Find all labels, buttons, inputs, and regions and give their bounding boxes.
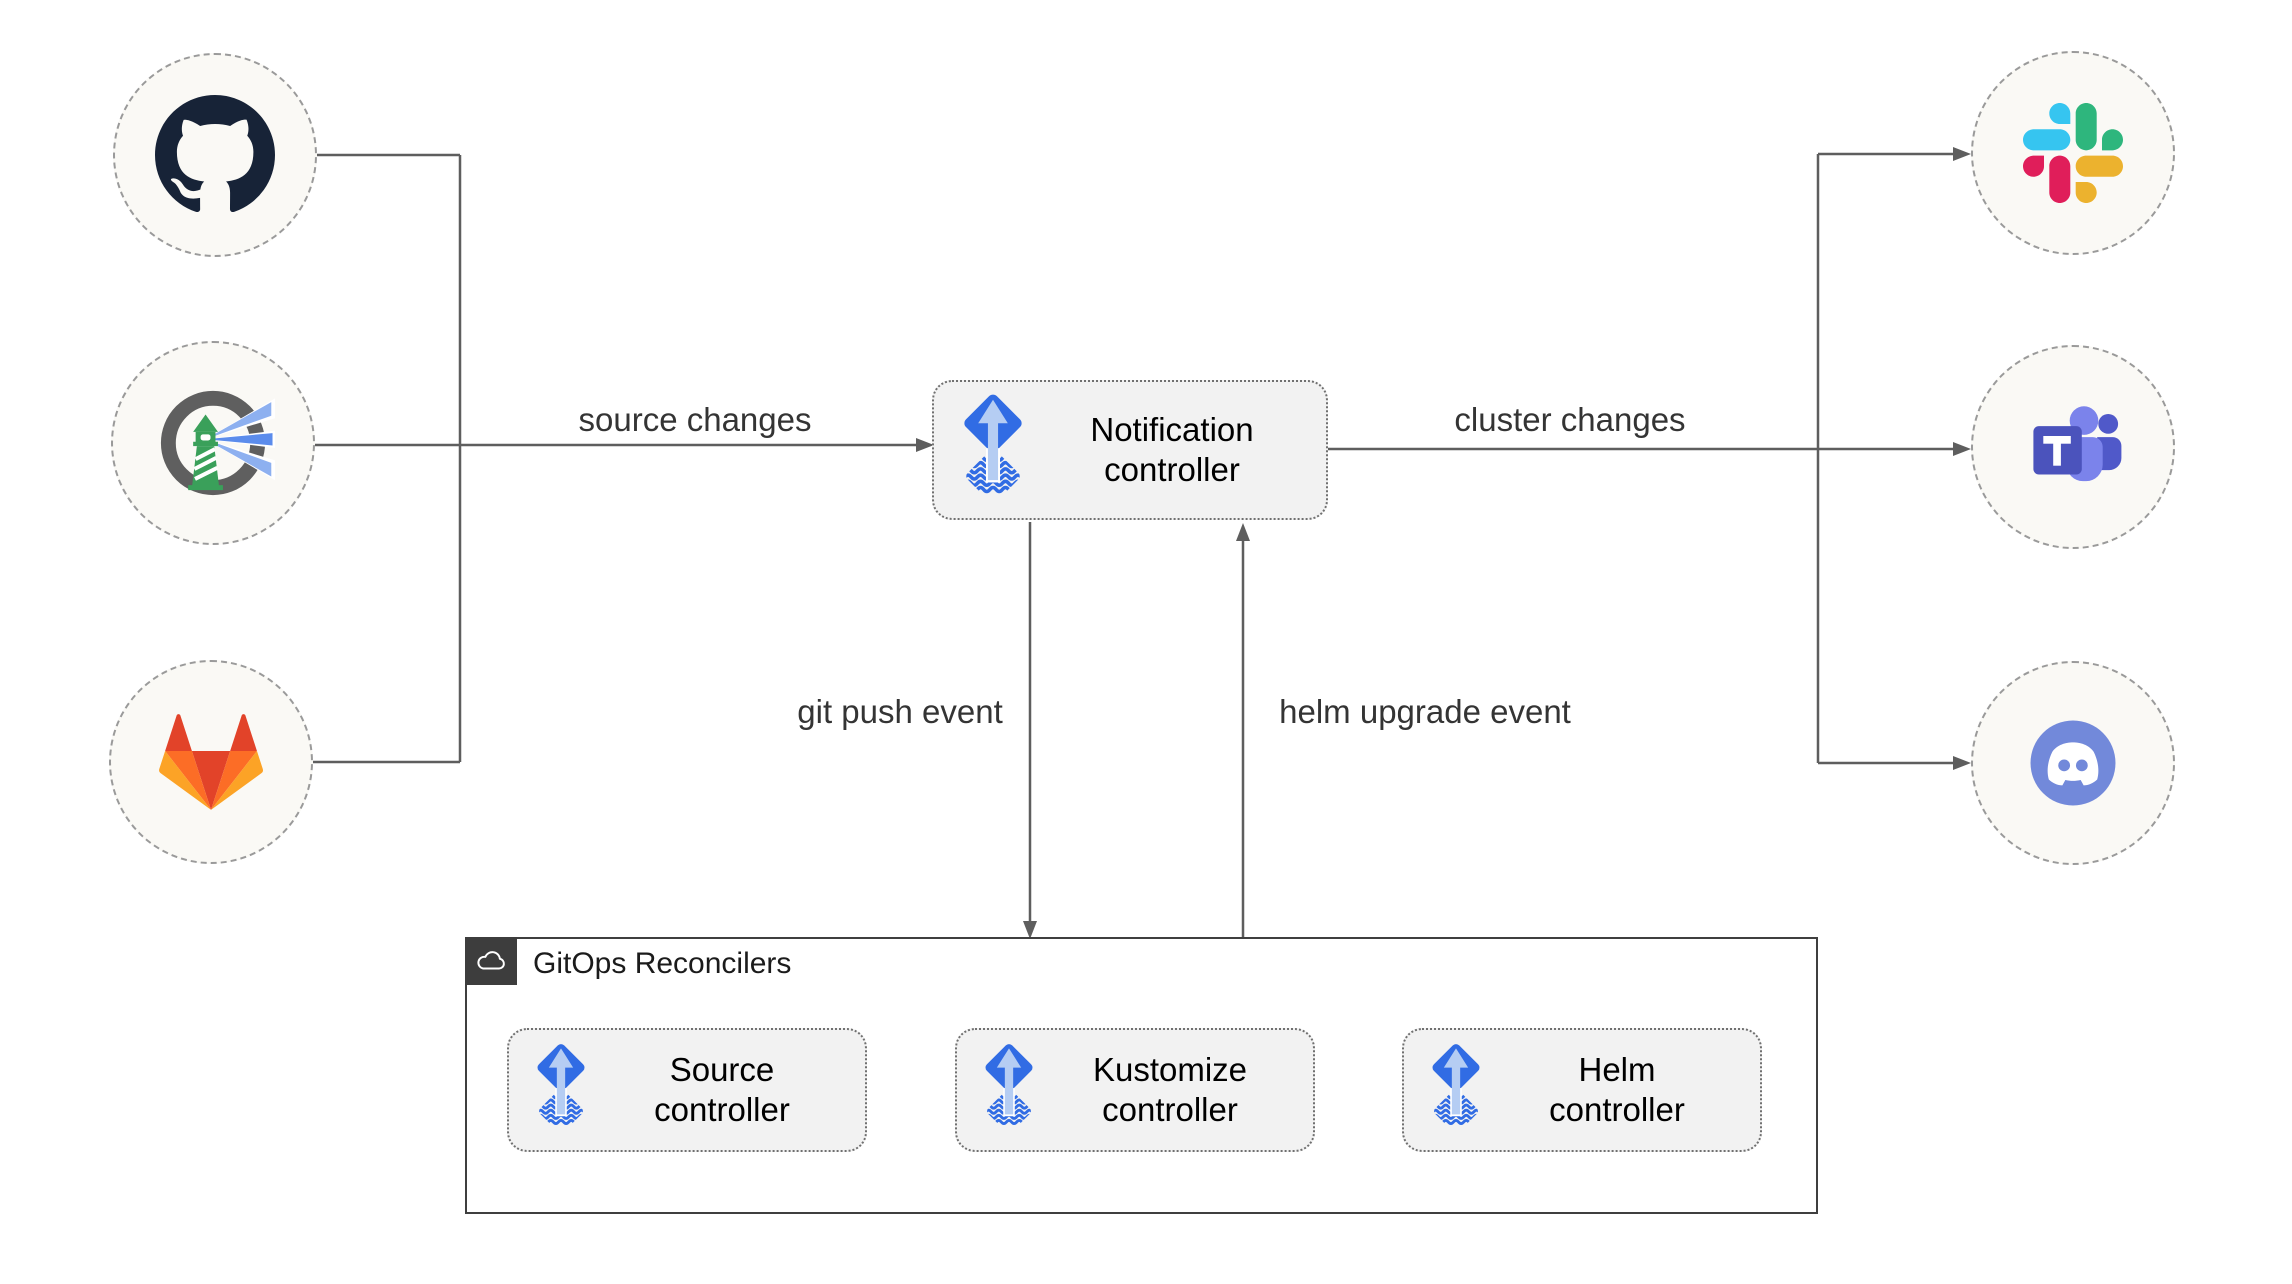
gitlab-node	[109, 660, 313, 864]
notification-controller-label: Notification controller	[1090, 410, 1254, 488]
source-controller-label: Source controller	[654, 1050, 790, 1128]
slack-node	[1971, 51, 2175, 255]
flux-icon	[977, 1042, 1041, 1138]
teams-icon	[2018, 392, 2128, 502]
kustomize-controller-box: Kustomize controller	[955, 1028, 1315, 1152]
gitlab-icon	[159, 714, 263, 810]
flux-icon	[529, 1042, 593, 1138]
teams-node	[1971, 345, 2175, 549]
helm-controller-label: Helm controller	[1549, 1050, 1685, 1128]
flux-icon	[1424, 1042, 1488, 1138]
source-changes-label: source changes	[578, 401, 812, 438]
kustomize-controller-label: Kustomize controller	[1092, 1050, 1248, 1128]
source-controller-box: Source controller	[507, 1028, 867, 1152]
cluster-changes-label: cluster changes	[1454, 401, 1686, 438]
git-push-event-label: git push event	[797, 693, 1003, 730]
harbor-node	[111, 341, 315, 545]
helm-controller-box: Helm controller	[1402, 1028, 1762, 1152]
github-icon	[155, 95, 275, 215]
targets-junction-line	[1328, 154, 1820, 763]
group-title: GitOps Reconcilers	[533, 947, 792, 980]
harbor-icon	[151, 381, 275, 505]
discord-icon	[2014, 704, 2132, 822]
discord-node	[1971, 661, 2175, 865]
slack-icon	[2023, 103, 2123, 203]
notification-controller-box: Notification controller	[932, 380, 1328, 520]
github-node	[113, 53, 317, 257]
group-badge	[465, 937, 517, 985]
helm-upgrade-event-label: helm upgrade event	[1279, 693, 1571, 730]
cloud-icon	[473, 946, 509, 976]
flux-icon	[954, 392, 1032, 509]
sources-junction-line	[313, 153, 462, 764]
